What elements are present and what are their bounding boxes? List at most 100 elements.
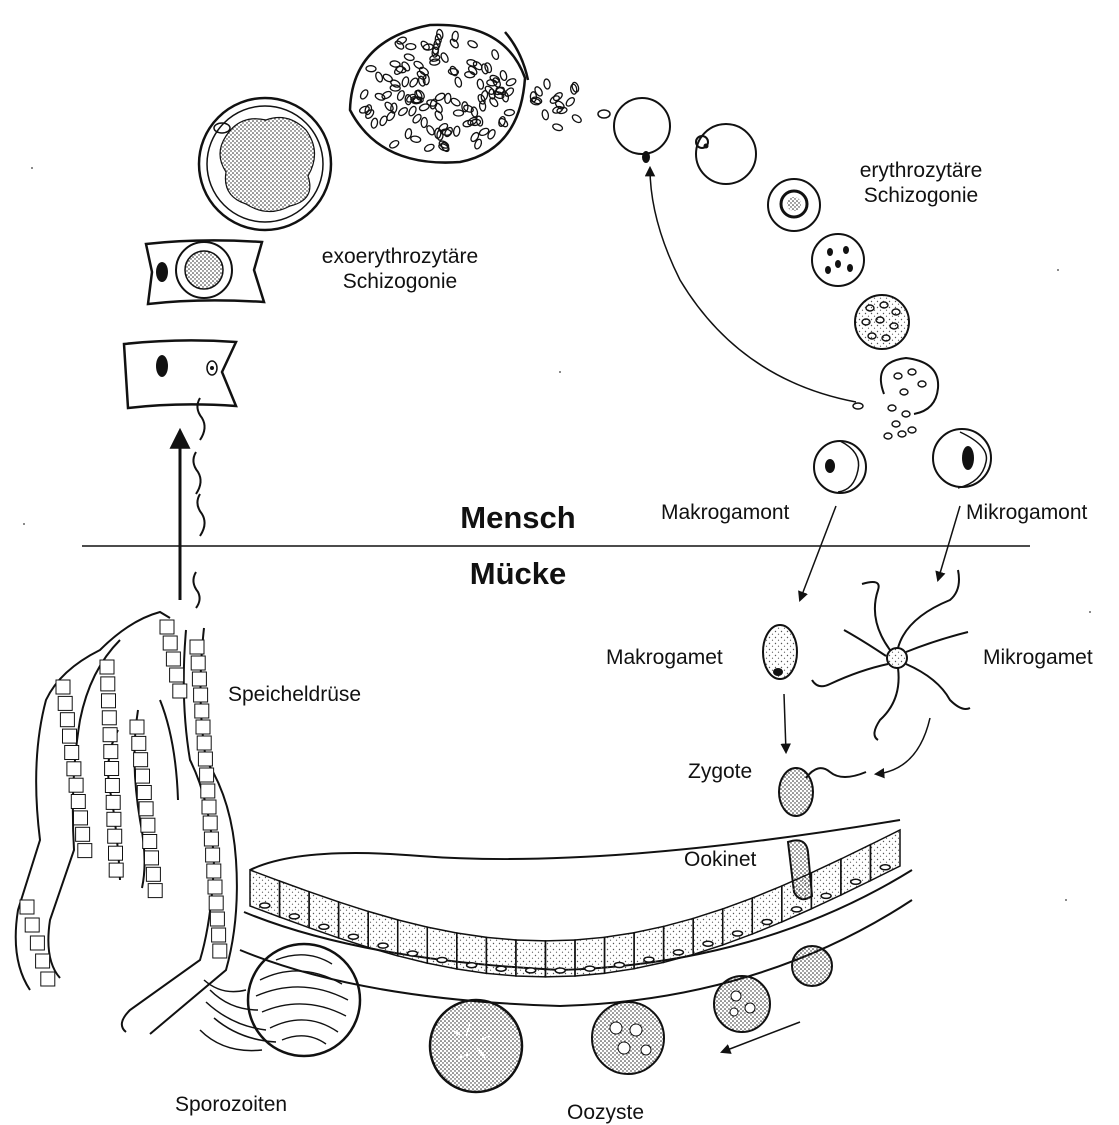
gland-cell bbox=[71, 795, 85, 809]
midgut-cell-nucleus bbox=[644, 957, 654, 962]
merozoite bbox=[370, 118, 378, 129]
trophozoite-erythrocyte bbox=[768, 179, 820, 231]
merozoite bbox=[504, 109, 514, 116]
gland-cell bbox=[170, 668, 184, 682]
gland-cell bbox=[109, 863, 123, 877]
gland-cell bbox=[134, 753, 148, 767]
developing-oocyst-small bbox=[714, 976, 770, 1032]
midgut-cell-nucleus bbox=[614, 963, 624, 968]
sporozoites-in-bloodstream bbox=[193, 398, 204, 608]
gland-cell bbox=[202, 800, 216, 814]
macrogamont-erythrocyte bbox=[814, 441, 866, 493]
rupturing-erythrocyte-merozoites bbox=[853, 358, 938, 439]
merozoite bbox=[469, 131, 480, 143]
merozoite bbox=[429, 54, 440, 62]
merozoite bbox=[470, 106, 478, 117]
sporozoiten-label: Sporozoiten bbox=[175, 1092, 287, 1117]
gland-cell bbox=[148, 884, 162, 898]
ring-stage-erythrocyte bbox=[696, 124, 756, 184]
merozoite bbox=[421, 117, 428, 127]
gland-cell bbox=[194, 688, 208, 702]
gland-cell bbox=[207, 864, 221, 878]
merozoite bbox=[388, 139, 400, 149]
mature-oocyst bbox=[430, 1000, 522, 1092]
midgut-cell-nucleus bbox=[673, 950, 683, 955]
gland-cell bbox=[200, 768, 214, 782]
midgut-cell-nucleus bbox=[880, 865, 890, 870]
mikrogamet-label: Mikrogamet bbox=[983, 645, 1093, 670]
midgut-cell-nucleus bbox=[378, 943, 388, 948]
gland-cell bbox=[105, 762, 119, 776]
macrogamete-to-zygote-arrow bbox=[784, 694, 786, 752]
merozoite bbox=[390, 60, 401, 67]
microgamete-exflagellation bbox=[812, 570, 970, 740]
midgut-cell-nucleus bbox=[851, 879, 861, 884]
merozoite bbox=[467, 65, 478, 76]
midgut-cell-nucleus bbox=[437, 958, 447, 963]
midgut-cell bbox=[841, 845, 871, 895]
midgut-cell-nucleus bbox=[555, 968, 565, 973]
gland-cell bbox=[139, 802, 153, 816]
merozoite bbox=[385, 110, 396, 122]
merozoite bbox=[425, 124, 435, 136]
released-merozoite bbox=[543, 79, 550, 90]
midgut-cell-nucleus bbox=[762, 920, 772, 925]
liver-cell-with-sporozoite bbox=[124, 340, 236, 408]
merozoite bbox=[498, 117, 509, 128]
gland-cell bbox=[108, 829, 122, 843]
gland-cell bbox=[101, 677, 115, 691]
released-merozoite bbox=[554, 99, 566, 110]
gland-cell bbox=[209, 896, 223, 910]
merozoite bbox=[486, 128, 496, 140]
merozoite bbox=[489, 74, 501, 84]
zygote bbox=[779, 768, 866, 816]
gland-cell bbox=[65, 746, 79, 760]
merozoite bbox=[382, 73, 394, 83]
gland-cell bbox=[102, 711, 116, 725]
gland-cell bbox=[78, 844, 92, 858]
gland-cell bbox=[69, 778, 83, 792]
gland-cell bbox=[30, 936, 44, 950]
midgut-cell bbox=[309, 892, 339, 938]
gland-cell bbox=[106, 795, 120, 809]
midgut-cell bbox=[368, 911, 398, 955]
merozoite bbox=[394, 40, 405, 51]
gland-cell bbox=[41, 972, 55, 986]
gland-cell bbox=[204, 832, 218, 846]
merozoite bbox=[443, 126, 453, 138]
human-host-label: Mensch bbox=[460, 500, 575, 536]
gland-cell bbox=[76, 827, 90, 841]
young-oocyst bbox=[792, 946, 832, 986]
gland-cell bbox=[145, 851, 159, 865]
mature-schizont-erythrocyte bbox=[855, 295, 909, 349]
gland-cell bbox=[203, 816, 217, 830]
midgut-cell-nucleus bbox=[496, 966, 506, 971]
gland-cell bbox=[143, 835, 157, 849]
midgut-cell bbox=[693, 909, 723, 955]
gland-cell bbox=[190, 640, 204, 654]
gland-cell bbox=[136, 769, 150, 783]
microgamete-to-zygote-arrow bbox=[876, 718, 930, 774]
merozoite bbox=[390, 85, 400, 92]
merozoite bbox=[401, 76, 410, 87]
midgut-cell bbox=[811, 859, 841, 909]
merozoite bbox=[440, 141, 451, 153]
gland-cell bbox=[160, 620, 174, 634]
merozoite bbox=[381, 90, 393, 100]
gland-cell bbox=[63, 729, 77, 743]
gland-cell bbox=[36, 954, 50, 968]
microgamont-arrow bbox=[938, 506, 960, 580]
microgamont-erythrocyte bbox=[933, 429, 991, 488]
merozoite bbox=[359, 89, 369, 101]
released-merozoite bbox=[571, 82, 580, 93]
gland-cell bbox=[213, 944, 227, 958]
developing-oocyst-medium bbox=[592, 1002, 664, 1074]
midgut-cell-nucleus bbox=[526, 968, 536, 973]
erythrocytic-schizogony-label: erythrozytäre Schizogonie bbox=[860, 158, 983, 208]
released-merozoite bbox=[565, 96, 576, 107]
merozoite bbox=[449, 65, 459, 77]
merozoite bbox=[396, 36, 408, 45]
merozoite bbox=[467, 39, 479, 49]
gland-cell bbox=[141, 818, 155, 832]
merozoite bbox=[406, 43, 416, 49]
